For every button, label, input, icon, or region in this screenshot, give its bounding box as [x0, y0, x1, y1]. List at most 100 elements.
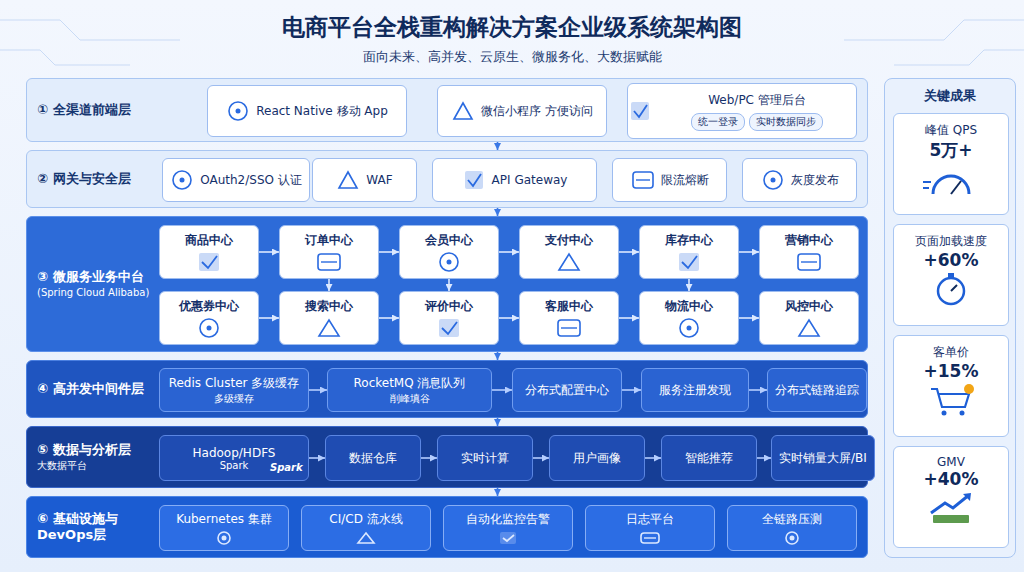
diagram-title: 电商平台全栈重构解决方案企业级系统架构图	[0, 12, 1024, 43]
service-icon	[462, 169, 486, 191]
layer-heading: ② 网关与安全层	[37, 151, 155, 207]
node-label: ⑥ 基础设施与 DevOps层	[37, 511, 155, 544]
text-group: 分布式配置中心	[525, 382, 609, 399]
service-box: 智能推荐	[661, 435, 757, 481]
text-group: GMV+40%	[924, 455, 979, 489]
text-group: Redis Cluster 多级缓存多级缓存	[169, 375, 300, 406]
text-group: 峰值 QPS5万+	[925, 122, 977, 162]
service-box: 日志平台	[585, 505, 715, 551]
text-group: 客服中心	[545, 298, 593, 315]
service-icon	[631, 169, 655, 191]
service-icon	[436, 251, 462, 273]
node-sublabel: Spark	[220, 460, 249, 471]
circuit-line	[0, 50, 130, 65]
text-group: 自动化监控告警	[466, 511, 550, 528]
text-group: 数据仓库	[349, 450, 397, 467]
node-label: 物流中心	[665, 298, 713, 315]
node-sublabel: +15%	[924, 361, 979, 381]
service-icon	[639, 530, 661, 546]
text-group: 营销中心	[785, 232, 833, 249]
service-icon	[796, 317, 822, 339]
results-panel: 关键成果峰值 QPS5万+页面加载速度+60%客单价+15%GMV+40%	[884, 78, 1016, 558]
service-icon	[226, 100, 250, 122]
service-icon	[451, 100, 475, 122]
service-box: 微信小程序 方便访问	[437, 85, 607, 137]
text-group: 物流中心	[665, 298, 713, 315]
node-sublabel: 统一登录	[691, 113, 745, 131]
text-group: 微信小程序 方便访问	[481, 103, 593, 120]
text-group: 页面加载速度+60%	[915, 233, 987, 270]
node-label: 智能推荐	[685, 450, 733, 467]
service-box: CI/CD 流水线	[301, 505, 431, 551]
node-label: 日志平台	[626, 511, 674, 528]
node-label: Hadoop/HDFS	[193, 446, 276, 460]
node-sublabel: (Spring Cloud Alibaba)	[37, 287, 155, 300]
service-icon	[676, 251, 702, 273]
node-label: 商品中心	[185, 232, 233, 249]
service-box: Kubernetes 集群	[159, 505, 289, 551]
node-label: 关键成果	[885, 87, 1015, 105]
service-box: 全链路压测	[727, 505, 857, 551]
service-box: 营销中心	[759, 225, 859, 279]
node-label: ⑤ 数据与分析层	[37, 442, 155, 458]
node-label: 分布式配置中心	[525, 382, 609, 399]
flow-arrow	[497, 352, 499, 360]
service-icon	[556, 317, 582, 339]
text-group: 评价中心	[425, 298, 473, 315]
node-label: 优惠券中心	[179, 298, 239, 315]
service-icon	[796, 251, 822, 273]
node-label: ④ 高并发中间件层	[37, 381, 155, 397]
text-group: 服务注册发现	[659, 382, 731, 399]
service-box: OAuth2/SSO 认证	[162, 158, 310, 202]
flow-arrow	[497, 488, 499, 496]
service-icon	[316, 251, 342, 273]
node-label: 限流熔断	[661, 172, 709, 189]
text-group: 订单中心	[305, 232, 353, 249]
flow-arrow	[497, 208, 499, 216]
result-icon	[921, 164, 981, 198]
text-group: 商品中心	[185, 232, 233, 249]
text-group: 分布式链路追踪	[775, 382, 859, 399]
service-box: 支付中心	[519, 225, 619, 279]
service-box: Hadoop/HDFSSpark	[159, 435, 309, 481]
node-label: 评价中心	[425, 298, 473, 315]
circuit-line	[0, 20, 180, 40]
service-box: RocketMQ 消息队列削峰填谷	[327, 368, 492, 412]
text-group: 用户画像	[573, 450, 621, 467]
service-box: 物流中心	[639, 291, 739, 345]
service-icon	[355, 530, 377, 546]
service-icon	[336, 169, 360, 191]
text-group: Kubernetes 集群	[176, 511, 272, 528]
circuit-line	[894, 50, 1024, 65]
node-sublabel: +60%	[924, 250, 979, 270]
service-box: 风控中心	[759, 291, 859, 345]
node-label: 实时销量大屏/BI	[779, 450, 867, 467]
service-box: 库存中心	[639, 225, 739, 279]
result-card: 峰值 QPS5万+	[893, 113, 1009, 215]
service-box: 实时销量大屏/BI	[771, 435, 875, 481]
node-label: 页面加载速度	[915, 233, 987, 250]
service-icon	[761, 169, 785, 191]
node-label: 支付中心	[545, 232, 593, 249]
result-icon	[921, 272, 981, 306]
text-group: 实时计算	[461, 450, 509, 467]
node-label: 自动化监控告警	[466, 511, 550, 528]
node-label: 数据仓库	[349, 450, 397, 467]
node-label: ② 网关与安全层	[37, 171, 155, 187]
node-label: Web/PC 管理后台	[658, 92, 856, 109]
node-label: WAF	[366, 173, 392, 187]
text-group: 限流熔断	[661, 172, 709, 189]
circuit-line	[844, 20, 1024, 40]
service-box: 会员中心	[399, 225, 499, 279]
text-group: 会员中心	[425, 232, 473, 249]
node-sublabel: 多级缓存	[214, 392, 254, 406]
service-icon	[213, 530, 235, 546]
service-box: 数据仓库	[325, 435, 421, 481]
node-label: CI/CD 流水线	[329, 511, 402, 528]
service-box: React Native 移动 App	[207, 85, 407, 137]
service-box: 搜索中心	[279, 291, 379, 345]
node-label: ③ 微服务业务中台	[37, 269, 155, 285]
panel-heading: 关键成果	[885, 87, 1015, 105]
service-box: 分布式配置中心	[512, 368, 622, 412]
layer-band: ⑥ 基础设施与 DevOps层 Kubernetes 集群 CI/CD 流水线 自动化…	[26, 496, 868, 558]
